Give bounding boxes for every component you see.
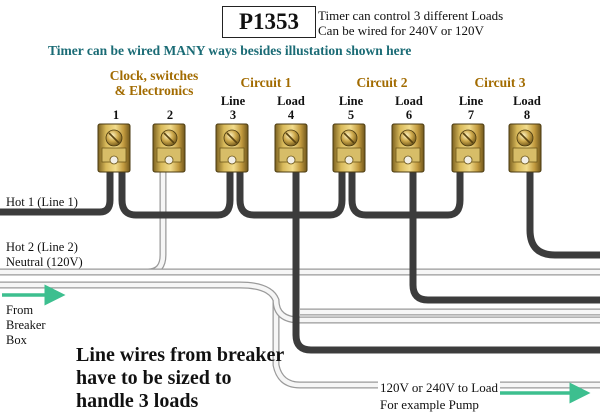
hot1-main: [0, 156, 114, 216]
group-circuit3: Circuit 3: [474, 75, 526, 90]
terminal-3: [215, 123, 249, 173]
wiring-subtitle: Timer can be wired MANY ways besides ill…: [48, 43, 412, 58]
terminal-1: [97, 123, 131, 173]
load-note-line2: For example Pump: [378, 397, 481, 412]
label-from: From: [6, 303, 34, 317]
group-circuit1: Circuit 1: [240, 75, 292, 90]
load-wire-circuit2: [409, 156, 600, 304]
neutral-wires: [0, 155, 600, 389]
terminal-8-role: Load: [513, 94, 541, 108]
terminal-5-role: Line: [338, 94, 364, 108]
label-box: Box: [6, 333, 27, 347]
load-wire-circuit1: [292, 156, 600, 354]
label-breaker: Breaker: [6, 318, 46, 332]
hot-wires: [0, 156, 600, 354]
note-voltage: Can be wired for 240V or 120V: [318, 23, 484, 38]
sizing-note-line1: Line wires from breaker: [76, 344, 285, 366]
terminal-4: [274, 123, 308, 173]
sizing-note-line3: handle 3 loads: [76, 390, 199, 412]
terminal-6-role: Load: [395, 94, 423, 108]
terminal-7-number: 7: [467, 108, 475, 122]
hot1-jumper-3-5: [236, 156, 346, 219]
terminal-6: [391, 123, 425, 173]
title-box: P1353: [222, 6, 316, 38]
terminal-6-number: 6: [405, 108, 413, 122]
label-hot2: Hot 2 (Line 2): [6, 240, 78, 254]
terminal-7: [451, 123, 485, 173]
load-note-line1: 120V or 240V to Load: [378, 380, 500, 395]
group-circuit2: Circuit 2: [356, 75, 408, 90]
terminal-5: [332, 123, 366, 173]
terminal-8: [508, 123, 542, 173]
terminal-3-role: Line: [220, 94, 246, 108]
terminal-2-number: 2: [166, 108, 174, 122]
note-loads: Timer can control 3 different Loads: [318, 8, 504, 23]
model-title: P1353: [238, 9, 300, 34]
terminal-strip: [97, 123, 542, 173]
terminal-5-number: 5: [347, 108, 355, 122]
terminal-4-number: 4: [287, 108, 295, 122]
terminal-3-number: 3: [229, 108, 237, 122]
group-clock-line2: & Electronics: [114, 83, 194, 98]
label-hot1: Hot 1 (Line 1): [6, 195, 78, 209]
load-wire-circuit3: [526, 156, 600, 259]
terminal-8-number: 8: [523, 108, 531, 122]
terminal-2: [152, 123, 186, 173]
group-clock-line1: Clock, switches: [109, 68, 199, 83]
terminal-4-role: Load: [277, 94, 305, 108]
label-neutral: Neutral (120V): [6, 255, 83, 269]
hot1-jumper-1-3: [118, 156, 234, 219]
sizing-note-line2: have to be sized to: [76, 367, 232, 389]
terminal-1-number: 1: [112, 108, 120, 122]
hot1-jumper-5-7: [348, 156, 464, 219]
terminal-7-role: Line: [458, 94, 484, 108]
